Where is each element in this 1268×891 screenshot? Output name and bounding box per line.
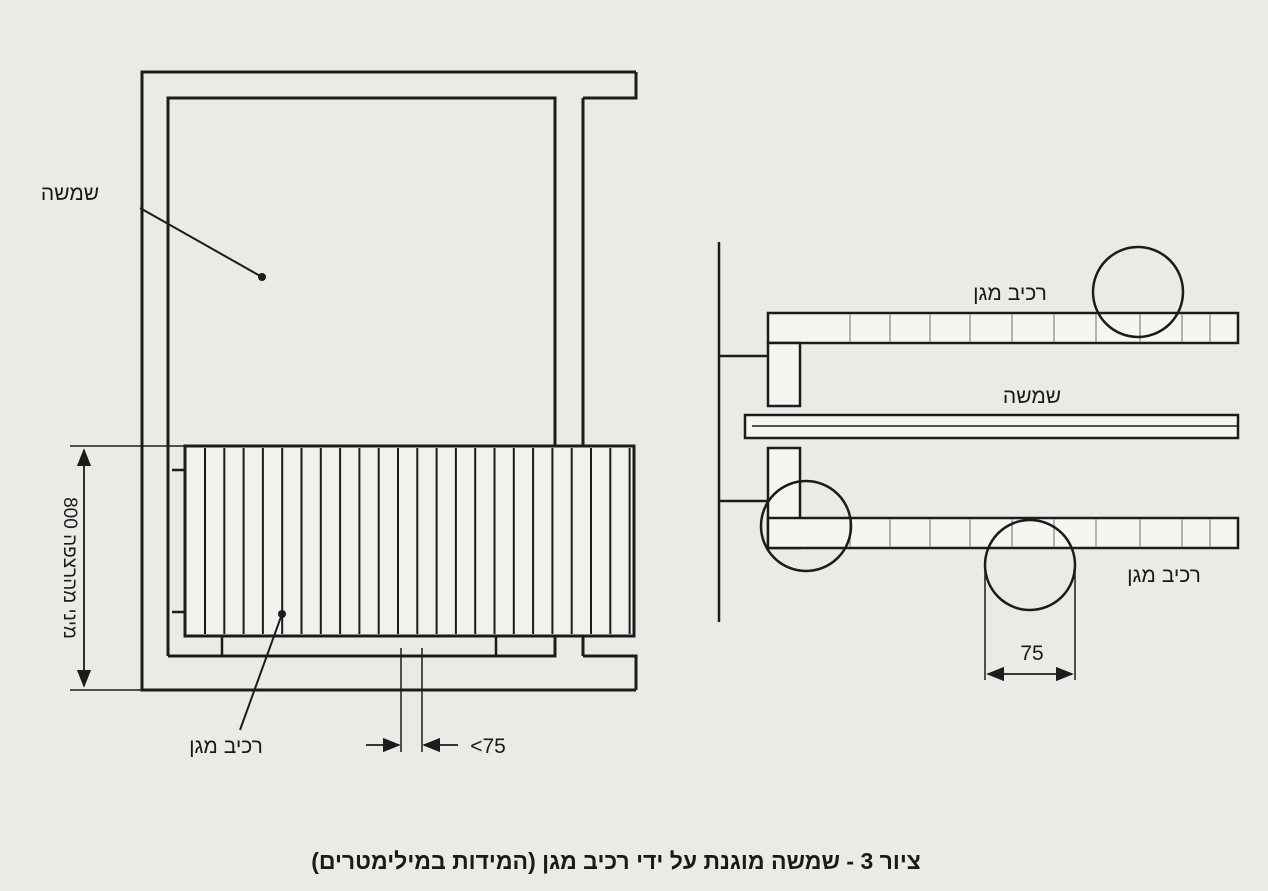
guard-leader-dot (278, 610, 286, 618)
guard-bars (204, 448, 631, 634)
guard-label: רכיב מגן (189, 735, 263, 758)
pane-leader (139, 207, 263, 278)
figure-caption: ציור 3 - שמשה מוגנת על ידי רכיב מגן (המי… (311, 848, 921, 874)
top-arm (766, 341, 802, 408)
pane-leader-dot (258, 273, 266, 281)
outer-frame (140, 70, 636, 692)
bottom-guard-bar (766, 516, 1240, 550)
gap-label: <75 (470, 735, 506, 758)
frame-bottom-return (583, 654, 638, 690)
section-pane-label: שמשה (1003, 385, 1061, 408)
top-guard-label: רכיב מגן (973, 282, 1047, 305)
frame-top-return (583, 72, 638, 100)
section-view: רכיב מגן שמשה רכיב מגן 75 (717, 242, 1240, 682)
test-sphere-left (759, 479, 853, 573)
height-label: 800 מיני מהרצפה (59, 497, 80, 639)
pane-label: שמשה (41, 182, 99, 205)
bottom-guard-label: רכיב מגן (1127, 564, 1201, 587)
top-guard-bar (766, 311, 1240, 345)
guard-element (183, 444, 636, 638)
glass-pane (166, 96, 557, 658)
guard-leader (239, 613, 283, 731)
test-sphere-top (1091, 245, 1185, 339)
guard-bracket (172, 468, 185, 614)
dim-label: 75 (1020, 642, 1043, 665)
front-view: שמשה רכיב מגן 800 מיני מהרצפה <75 (41, 70, 638, 758)
